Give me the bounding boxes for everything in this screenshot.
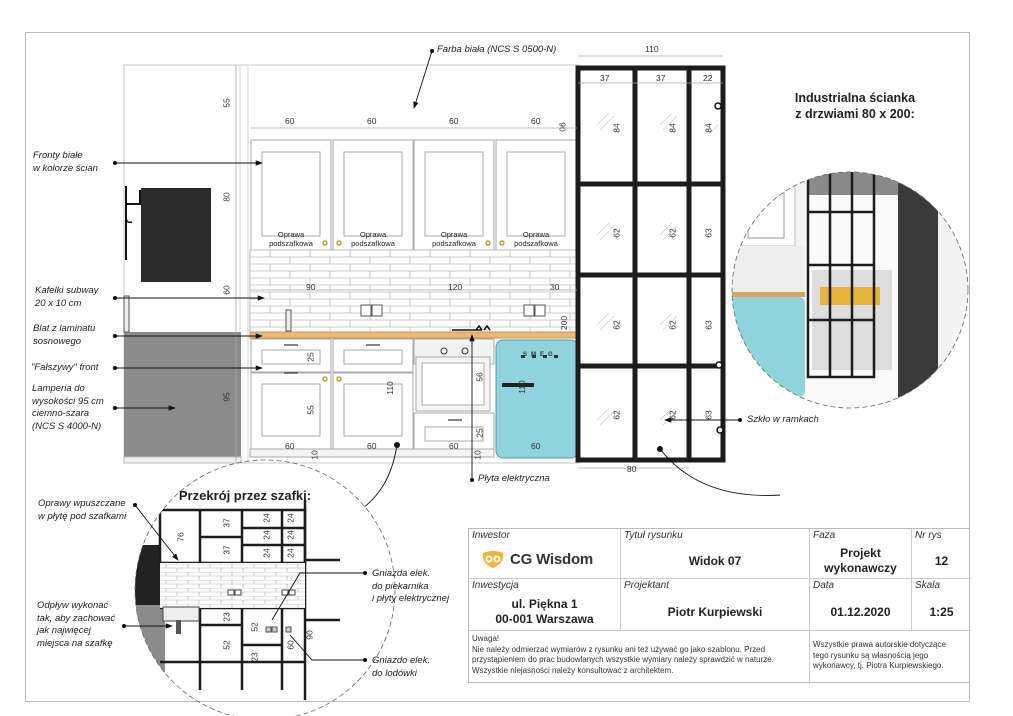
base-cabinets xyxy=(249,338,495,458)
cg-wisdom-logo: CG Wisdom xyxy=(481,549,593,569)
subway-tiles xyxy=(249,249,578,333)
warning-cell: Uwaga! Nie należy odmierzać wymiarów z r… xyxy=(469,631,810,684)
note-fake-front: "Fałszywy" front xyxy=(31,362,99,373)
upper-cabinets xyxy=(250,139,577,251)
section-heading: Przekrój przez szafki: xyxy=(178,488,312,503)
note-paint: Farba biała (NCS S 0500-N) xyxy=(437,44,557,55)
blackboard xyxy=(141,188,211,282)
investor-cell: Inwestor CG Wisdom xyxy=(469,529,621,579)
title-cell: Tytuł rysunku Widok 07 xyxy=(621,529,810,579)
scale-cell: Skala 1:25 xyxy=(912,579,971,631)
title-block: Inwestor CG Wisdom Tytuł rysunku Widok 0… xyxy=(468,528,971,684)
note-hob: Płyta elektryczna xyxy=(478,473,550,484)
copyright-cell: Wszystkie prawa autorskie dotyczące tego… xyxy=(813,640,946,670)
date-cell: Data 01.12.2020 xyxy=(810,579,912,631)
industrial-partition xyxy=(575,65,726,463)
drawing-frame xyxy=(25,32,970,702)
designer-cell: Projektant Piotr Kurpiewski xyxy=(621,579,810,631)
note-glass: Szkło w ramkach xyxy=(747,414,819,425)
number-cell: Nr rys 12 xyxy=(912,529,971,579)
note-socket-fridge: Gniazdo elek.do lodówki xyxy=(372,655,431,679)
owl-logo-icon xyxy=(482,551,504,568)
wainscot xyxy=(124,332,241,457)
